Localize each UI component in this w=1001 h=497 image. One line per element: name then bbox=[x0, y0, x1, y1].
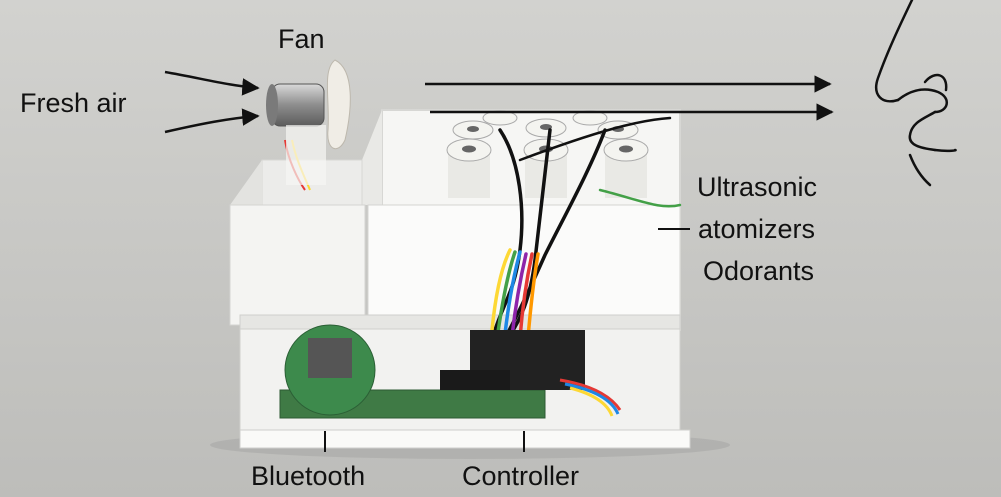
base-plate bbox=[239, 429, 691, 449]
electronics bbox=[279, 324, 622, 419]
bluetooth-chip bbox=[308, 338, 352, 378]
atomizers-label: atomizers bbox=[698, 214, 816, 244]
atomizer-cup bbox=[603, 138, 649, 198]
fresh-air-label: Fresh air bbox=[20, 88, 127, 118]
atomizer-cup bbox=[525, 118, 567, 138]
ultrasonic-label: Ultrasonic bbox=[697, 172, 818, 202]
pointer-lines bbox=[324, 228, 690, 452]
atomizer-cup bbox=[446, 138, 492, 198]
fan-shelf-side bbox=[230, 160, 262, 205]
atomizer-cup bbox=[452, 120, 494, 140]
controller-chip bbox=[440, 370, 510, 390]
fan-compartment bbox=[229, 204, 366, 326]
mid-shelf bbox=[239, 314, 681, 330]
chamber-step bbox=[362, 110, 382, 205]
airflow-arrow-icon bbox=[164, 70, 834, 134]
fan-icon bbox=[266, 59, 351, 191]
fan-label: Fan bbox=[278, 24, 325, 54]
odorants-label: Odorants bbox=[703, 256, 815, 286]
bluetooth-label: Bluetooth bbox=[251, 461, 366, 491]
controller-label: Controller bbox=[462, 461, 580, 491]
nose-icon bbox=[875, 0, 957, 187]
